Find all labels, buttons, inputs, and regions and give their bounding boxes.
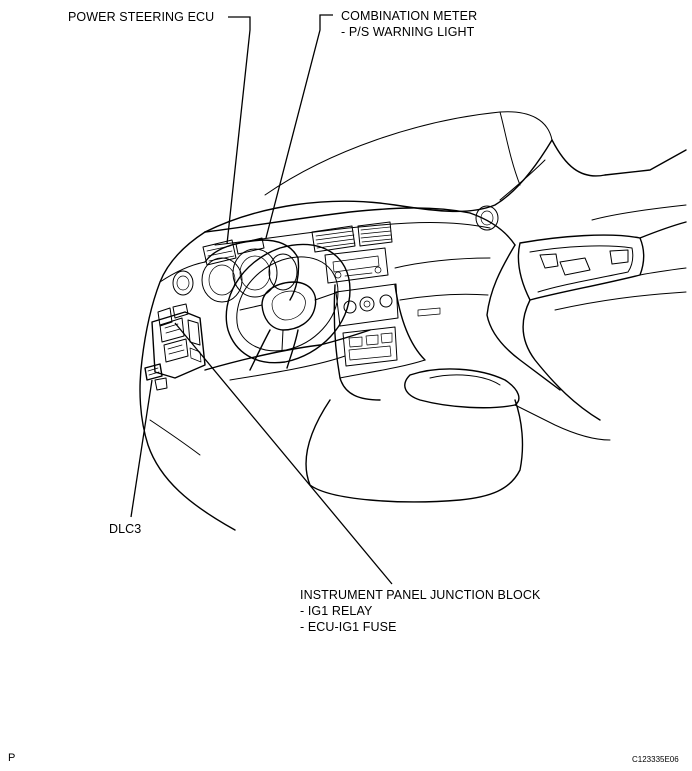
leader-junction-block <box>174 322 393 585</box>
label-combination-meter: COMBINATION METER <box>341 9 478 23</box>
leader-dlc3 <box>130 379 153 518</box>
leader-combination-meter <box>265 14 333 239</box>
figure-code: C123335E06 <box>632 755 679 764</box>
label-ig1-relay: - IG1 RELAY <box>300 604 373 618</box>
label-ecu-ig1-fuse: - ECU-IG1 FUSE <box>300 620 397 634</box>
label-dlc3: DLC3 <box>109 522 142 536</box>
left-vent <box>172 270 194 296</box>
dlc3-connector <box>144 363 168 391</box>
label-ps-warning-light: - P/S WARNING LIGHT <box>341 25 475 39</box>
interior-outline <box>139 111 687 531</box>
power-steering-ecu <box>202 237 265 266</box>
steering-wheel <box>225 243 351 371</box>
junction-block <box>151 303 206 379</box>
leader-power-steering-ecu <box>226 16 251 245</box>
combination-meter <box>201 239 300 303</box>
center-stack <box>311 205 499 367</box>
page-mark: P <box>8 752 16 764</box>
label-power-steering-ecu: POWER STEERING ECU <box>68 10 215 24</box>
label-junction-block: INSTRUMENT PANEL JUNCTION BLOCK <box>300 588 541 602</box>
